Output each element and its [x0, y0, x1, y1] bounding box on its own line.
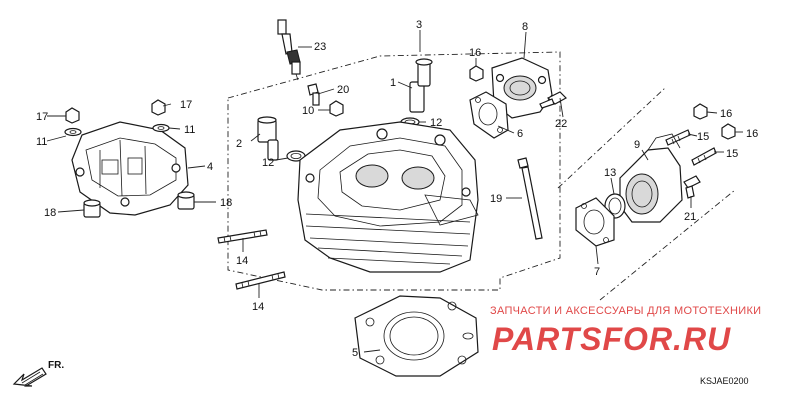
- intake-pipe-9[interactable]: [619, 133, 683, 223]
- callout-23: 23: [314, 41, 326, 53]
- callout-17a: 17: [36, 111, 48, 123]
- watermark-logo: PARTSFOR.RU: [492, 321, 731, 357]
- watermark-tagline: ЗАПЧАСТИ И АКСЕССУАРЫ ДЛЯ МОТОТЕХНИКИ: [490, 305, 761, 317]
- valve-guide-1[interactable]: [409, 58, 433, 113]
- valve-guide-2[interactable]: [257, 116, 279, 161]
- callout-15a: 15: [697, 131, 709, 143]
- callout-19: 19: [490, 193, 502, 205]
- callout-18a: 18: [44, 207, 56, 219]
- callout-9: 9: [634, 139, 640, 151]
- callouts: 1 2 3 4 5 6 7 8 9 10 11 11 12 12 13 14 1…: [36, 19, 758, 359]
- stud-bolt-19[interactable]: [517, 157, 543, 240]
- callout-22: 22: [555, 118, 567, 130]
- stud-bolt-15a[interactable]: [665, 129, 691, 146]
- flange-nut-17a[interactable]: [65, 107, 80, 124]
- diagram-code: KSJAE0200: [700, 376, 749, 386]
- washer-11a[interactable]: [64, 127, 82, 137]
- flange-nut-16b[interactable]: [693, 103, 708, 120]
- dowel-pin-18b[interactable]: [177, 191, 195, 210]
- callout-7: 7: [594, 266, 600, 278]
- front-marker: FR.: [12, 360, 64, 387]
- gasket-7[interactable]: [575, 197, 615, 247]
- callout-18b: 18: [220, 197, 232, 209]
- stud-bolt-14a[interactable]: [217, 229, 268, 244]
- front-arrow-icon: [12, 367, 47, 387]
- bolt-20[interactable]: [307, 83, 320, 106]
- stud-bolt-15b[interactable]: [691, 147, 717, 166]
- callout-1: 1: [390, 77, 396, 89]
- callout-16c: 16: [746, 128, 758, 140]
- group-frames: [227, 51, 736, 301]
- callout-17b: 17: [180, 99, 192, 111]
- flange-nut-16c[interactable]: [721, 123, 736, 140]
- callout-3: 3: [416, 19, 422, 31]
- callout-4: 4: [207, 161, 213, 173]
- callout-11a: 11: [36, 136, 47, 148]
- insulator-8[interactable]: [491, 57, 553, 119]
- callout-16b: 16: [720, 108, 732, 120]
- callout-6: 6: [517, 128, 523, 140]
- callout-12a: 12: [430, 117, 442, 129]
- front-marker-label: FR.: [48, 360, 64, 371]
- dowel-pin-18a[interactable]: [83, 199, 101, 218]
- bolt-21[interactable]: [683, 175, 701, 199]
- flange-nut-17b[interactable]: [151, 99, 166, 116]
- head-gasket-5[interactable]: [354, 295, 479, 377]
- callout-2: 2: [236, 138, 242, 150]
- callout-10: 10: [302, 105, 314, 117]
- callout-20: 20: [337, 84, 349, 96]
- callout-21: 21: [684, 211, 696, 223]
- stud-bolt-14b[interactable]: [235, 271, 286, 290]
- callout-11b: 11: [184, 124, 195, 136]
- cylinder-head[interactable]: [297, 121, 479, 273]
- leader-lines: [46, 30, 743, 353]
- nut-10[interactable]: [329, 100, 344, 117]
- watermark: ЗАПЧАСТИ И АКСЕССУАРЫ ДЛЯ МОТОТЕХНИКИ PA…: [490, 305, 761, 357]
- callout-5: 5: [352, 347, 358, 359]
- spark-plug[interactable]: [277, 19, 301, 81]
- callout-14b: 14: [252, 301, 264, 313]
- callout-8: 8: [522, 21, 528, 33]
- rocker-arm-holder[interactable]: [71, 121, 189, 216]
- bolt-22[interactable]: [539, 91, 567, 109]
- washer-11b[interactable]: [152, 123, 170, 133]
- callout-15b: 15: [726, 148, 738, 160]
- callout-16a: 16: [469, 47, 481, 59]
- flange-nut-16a[interactable]: [469, 65, 484, 82]
- callout-12b: 12: [262, 157, 274, 169]
- callout-13: 13: [604, 167, 616, 179]
- callout-14a: 14: [236, 255, 248, 267]
